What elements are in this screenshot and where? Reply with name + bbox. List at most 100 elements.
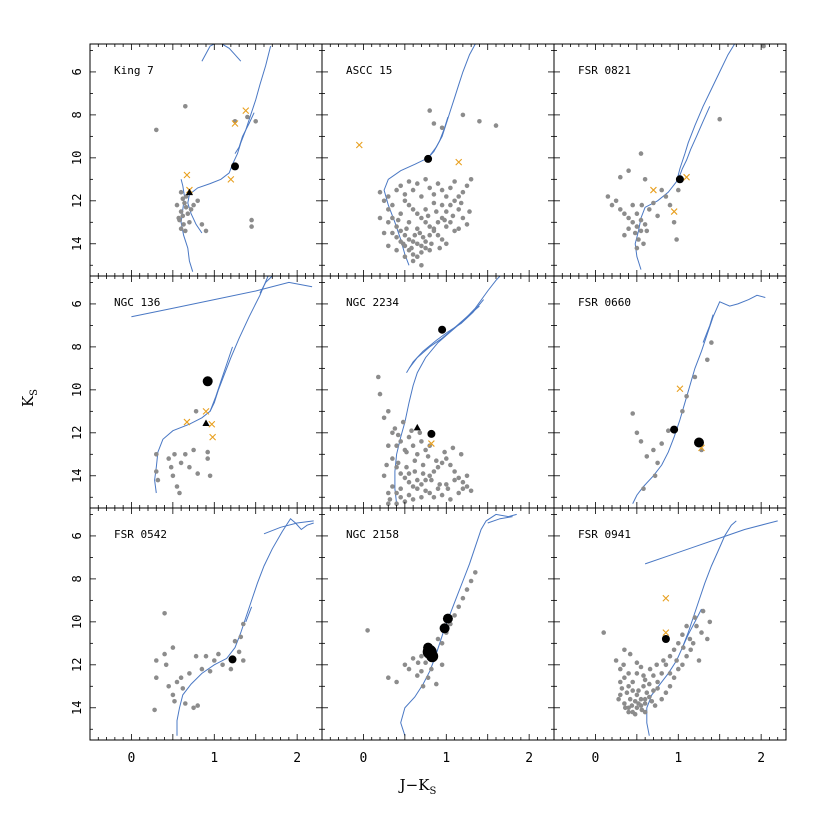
star-point: [381, 198, 387, 204]
cross-marker: [650, 186, 657, 194]
star-point: [694, 623, 699, 629]
star-point: [398, 228, 404, 234]
member-star: [424, 154, 433, 163]
star-point: [626, 168, 631, 173]
star-point: [601, 630, 606, 635]
isochrone-line: [259, 276, 273, 294]
star-point: [162, 611, 167, 616]
star-point: [417, 230, 423, 236]
star-point: [623, 705, 628, 711]
star-point: [398, 439, 404, 444]
star-point: [381, 230, 387, 236]
star-point: [613, 198, 619, 204]
star-point: [427, 232, 433, 238]
star-point: [671, 647, 677, 653]
star-point: [444, 482, 449, 487]
star-point: [460, 486, 466, 492]
star-point: [420, 684, 426, 689]
star-point: [177, 490, 182, 496]
star-point: [636, 688, 641, 693]
tick-marks: [553, 508, 787, 740]
star-point: [180, 213, 186, 219]
star-point: [195, 198, 200, 204]
member-star: [228, 655, 237, 664]
star-point: [419, 495, 424, 500]
y-tick-label: 12: [70, 194, 84, 208]
star-point: [406, 179, 412, 184]
star-point: [180, 196, 186, 201]
panel-frame: [553, 507, 787, 741]
star-point: [641, 241, 646, 247]
x-tick-label: 2: [525, 751, 533, 766]
tick-marks: [321, 276, 555, 508]
star-point: [406, 220, 412, 225]
star-point: [406, 237, 412, 242]
star-point: [245, 114, 250, 120]
star-point: [394, 187, 399, 193]
star-point: [410, 252, 416, 257]
star-point: [655, 213, 660, 219]
star-point: [409, 245, 414, 251]
star-point: [435, 486, 441, 492]
panel-frame: [89, 275, 323, 509]
star-point: [178, 226, 184, 231]
star-point: [622, 232, 627, 238]
star-point: [638, 151, 644, 156]
star-point: [427, 247, 433, 253]
y-tick-label: 8: [70, 111, 84, 118]
star-point: [199, 666, 205, 672]
star-point: [386, 220, 391, 225]
star-point: [427, 224, 433, 229]
star-point: [464, 473, 470, 479]
star-point: [394, 679, 399, 685]
star-point: [638, 217, 644, 223]
star-point: [423, 177, 428, 182]
isochrone-line: [201, 44, 242, 62]
star-point: [613, 658, 619, 663]
x-tick-label: 1: [674, 751, 682, 766]
star-point: [467, 209, 472, 214]
star-point: [442, 449, 447, 455]
star-point: [191, 447, 196, 453]
star-point: [429, 477, 434, 483]
plot-area: [605, 44, 766, 270]
star-point: [183, 452, 188, 457]
star-point: [651, 688, 656, 693]
star-point: [365, 628, 370, 633]
star-point: [644, 454, 650, 459]
isochrone-line: [131, 281, 313, 318]
star-point: [676, 641, 681, 646]
star-point: [632, 230, 638, 236]
star-point: [630, 220, 635, 225]
star-point: [639, 707, 645, 713]
star-point: [630, 679, 635, 685]
y-tick-label: 14: [70, 701, 84, 715]
star-point: [661, 658, 666, 663]
tick-marks: [89, 276, 323, 508]
star-point: [406, 434, 412, 440]
panel-3: FSR 0821: [553, 43, 787, 277]
star-point: [456, 226, 462, 231]
star-point: [174, 484, 180, 489]
star-point: [394, 224, 399, 229]
star-point: [444, 456, 449, 461]
star-point: [448, 202, 453, 208]
star-point: [458, 200, 464, 206]
star-point: [207, 669, 213, 674]
star-point: [410, 484, 416, 489]
star-point: [406, 492, 412, 498]
star-point: [406, 666, 412, 672]
isochrone-line: [187, 45, 272, 234]
panel-2: ASCC 15: [321, 43, 555, 277]
panel-title: FSR 0660: [578, 296, 631, 309]
member-star: [423, 642, 434, 653]
star-point: [434, 681, 439, 687]
star-point: [690, 641, 696, 646]
member-star: [427, 429, 436, 438]
panel-frame: [89, 507, 323, 741]
star-point: [493, 123, 499, 128]
star-point: [684, 623, 689, 629]
y-tick-label: 12: [70, 658, 84, 672]
y-tick-label: 14: [70, 469, 84, 483]
